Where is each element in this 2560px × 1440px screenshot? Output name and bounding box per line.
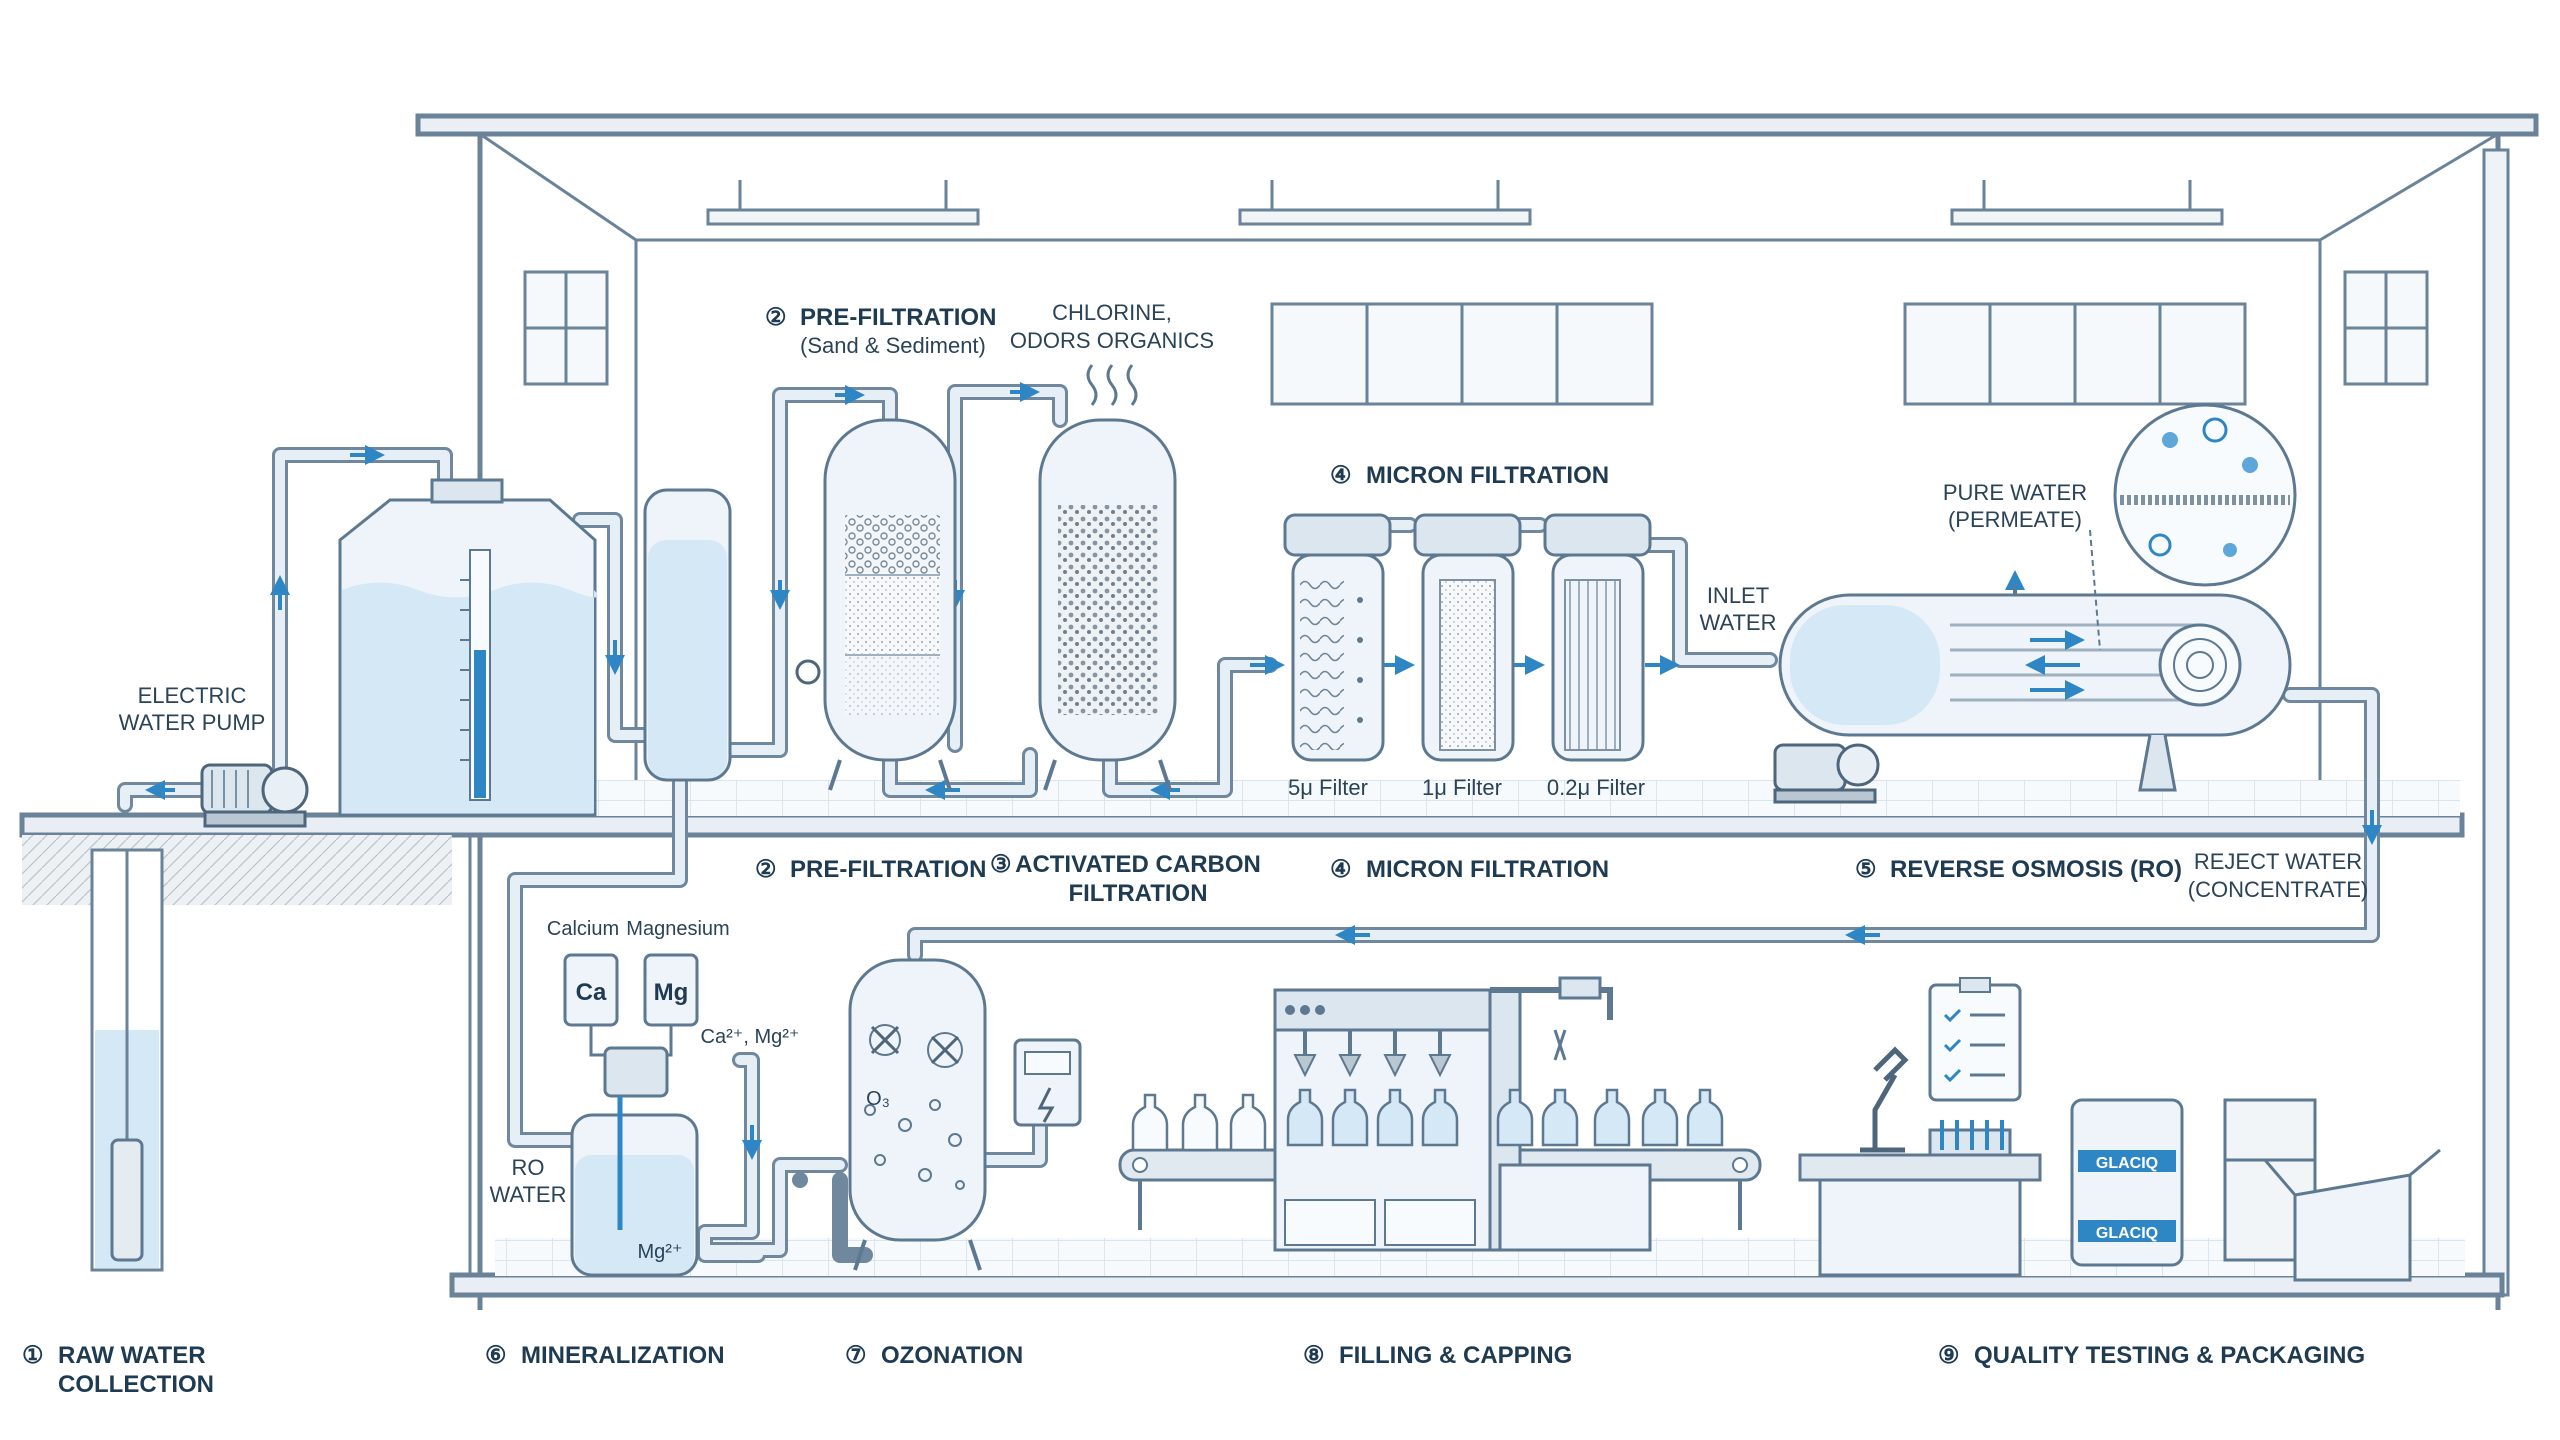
upper-floor-tiles	[580, 780, 2460, 816]
bottle	[1376, 1088, 1414, 1147]
inlet-water-line-1: INLET	[1707, 583, 1769, 608]
pre-filtration-top-title: PRE-FILTRATION	[800, 304, 996, 331]
bottle	[1131, 1093, 1169, 1152]
filter-1-label: 1μ Filter	[1422, 775, 1502, 800]
bottle	[1686, 1088, 1724, 1147]
carbon-filter-tank	[1038, 364, 1177, 791]
bottle	[1421, 1088, 1459, 1147]
o3-label: O₃	[866, 1088, 890, 1110]
micron-mid-title: MICRON FILTRATION	[1366, 856, 1609, 883]
pipes	[117, 384, 2380, 1263]
carbon-mid-line-2: FILTRATION	[1068, 880, 1207, 907]
electric-pump-line-1: ELECTRIC	[138, 683, 247, 708]
micron-filters	[1283, 513, 1652, 762]
step-1-line-2: COLLECTION	[58, 1371, 214, 1398]
ozonation-tank	[848, 958, 1082, 1271]
step-9-number: ⑨	[1938, 1342, 1960, 1369]
step-4-top-number: ④	[1330, 462, 1352, 489]
bottle	[1229, 1093, 1267, 1152]
chlorine-line-2: ODORS ORGANICS	[1010, 328, 1214, 353]
brand-label-bottom: GLACIQ	[2096, 1225, 2158, 1242]
labels: ① RAW WATER COLLECTION ELECTRIC WATER PU…	[22, 300, 2368, 1398]
windows	[523, 270, 2429, 406]
ground	[22, 835, 452, 905]
bottle	[1641, 1088, 1679, 1147]
pre-filtration-top-subtitle: (Sand & Sediment)	[800, 333, 986, 358]
ro-pump	[1773, 743, 1880, 804]
step-7-number: ⑦	[845, 1342, 867, 1369]
quality-title: QUALITY TESTING & PACKAGING	[1974, 1342, 2365, 1369]
calcium-label: Calcium	[547, 918, 619, 940]
brand-label-top: GLACIQ	[2096, 1155, 2158, 1172]
storage-tank	[338, 478, 598, 817]
micron-top-title: MICRON FILTRATION	[1366, 462, 1609, 489]
filter-5-label: 5μ Filter	[1288, 775, 1368, 800]
bottle	[1181, 1093, 1219, 1152]
step-4-mid-number: ④	[1330, 856, 1352, 883]
ozonation-title: OZONATION	[881, 1342, 1023, 1369]
filling-capping-line	[1118, 976, 1762, 1252]
reject-water-line-2: (CONCENTRATE)	[2188, 877, 2368, 902]
step-1-line-1: RAW WATER	[58, 1342, 206, 1369]
pure-water-line-1: PURE WATER	[1943, 480, 2087, 505]
buffer-column	[643, 488, 732, 782]
bottle	[1331, 1088, 1369, 1147]
mg-ion-label: Mg²⁺	[638, 1241, 683, 1263]
ro-water-line-1: RO	[512, 1155, 545, 1180]
well	[90, 848, 164, 1272]
bottle	[1593, 1088, 1631, 1147]
mineralization-title: MINERALIZATION	[521, 1342, 725, 1369]
inlet-water-line-2: WATER	[1700, 610, 1777, 635]
packaging-area	[2070, 1098, 2441, 1282]
building	[19, 113, 2539, 1310]
carbon-mid-line-1: ACTIVATED CARBON	[1015, 851, 1261, 878]
ro-mid-title: REVERSE OSMOSIS (RO)	[1890, 856, 2182, 883]
step-3-number: ③	[990, 851, 1012, 878]
ceiling-lights	[706, 180, 2224, 226]
reverse-osmosis-unit	[1778, 403, 2297, 792]
sand-filter-tank	[795, 418, 957, 791]
step-2-top-number: ②	[765, 304, 787, 331]
magnesium-label: Magnesium	[626, 918, 729, 940]
step-6-number: ⑥	[485, 1342, 507, 1369]
pre-filtration-mid-title: PRE-FILTRATION	[790, 856, 986, 883]
bottles-on-conveyor	[1131, 1088, 1724, 1152]
bottle	[1286, 1088, 1324, 1147]
electric-pump-line-2: WATER PUMP	[119, 710, 266, 735]
filter-02-label: 0.2μ Filter	[1547, 775, 1645, 800]
ions-label: Ca²⁺, Mg²⁺	[701, 1026, 800, 1048]
filling-title: FILLING & CAPPING	[1339, 1342, 1572, 1369]
pure-water-line-2: (PERMEATE)	[1948, 507, 2082, 532]
step-8-number: ⑧	[1303, 1342, 1325, 1369]
bottle	[1496, 1088, 1534, 1147]
step-5-number: ⑤	[1855, 856, 1877, 883]
bottle	[1541, 1088, 1579, 1147]
ca-symbol: Ca	[576, 979, 607, 1006]
step-1-number: ①	[22, 1342, 44, 1369]
quality-testing-station	[1798, 977, 2042, 1277]
reject-water-line-1: REJECT WATER	[2194, 849, 2362, 874]
chlorine-line-1: CHLORINE,	[1052, 300, 1172, 325]
step-2-mid-number: ②	[755, 856, 777, 883]
ro-water-line-2: WATER	[490, 1182, 567, 1207]
electric-water-pump	[200, 763, 309, 828]
mineralization-unit	[563, 953, 699, 1277]
mg-symbol: Mg	[654, 979, 689, 1006]
